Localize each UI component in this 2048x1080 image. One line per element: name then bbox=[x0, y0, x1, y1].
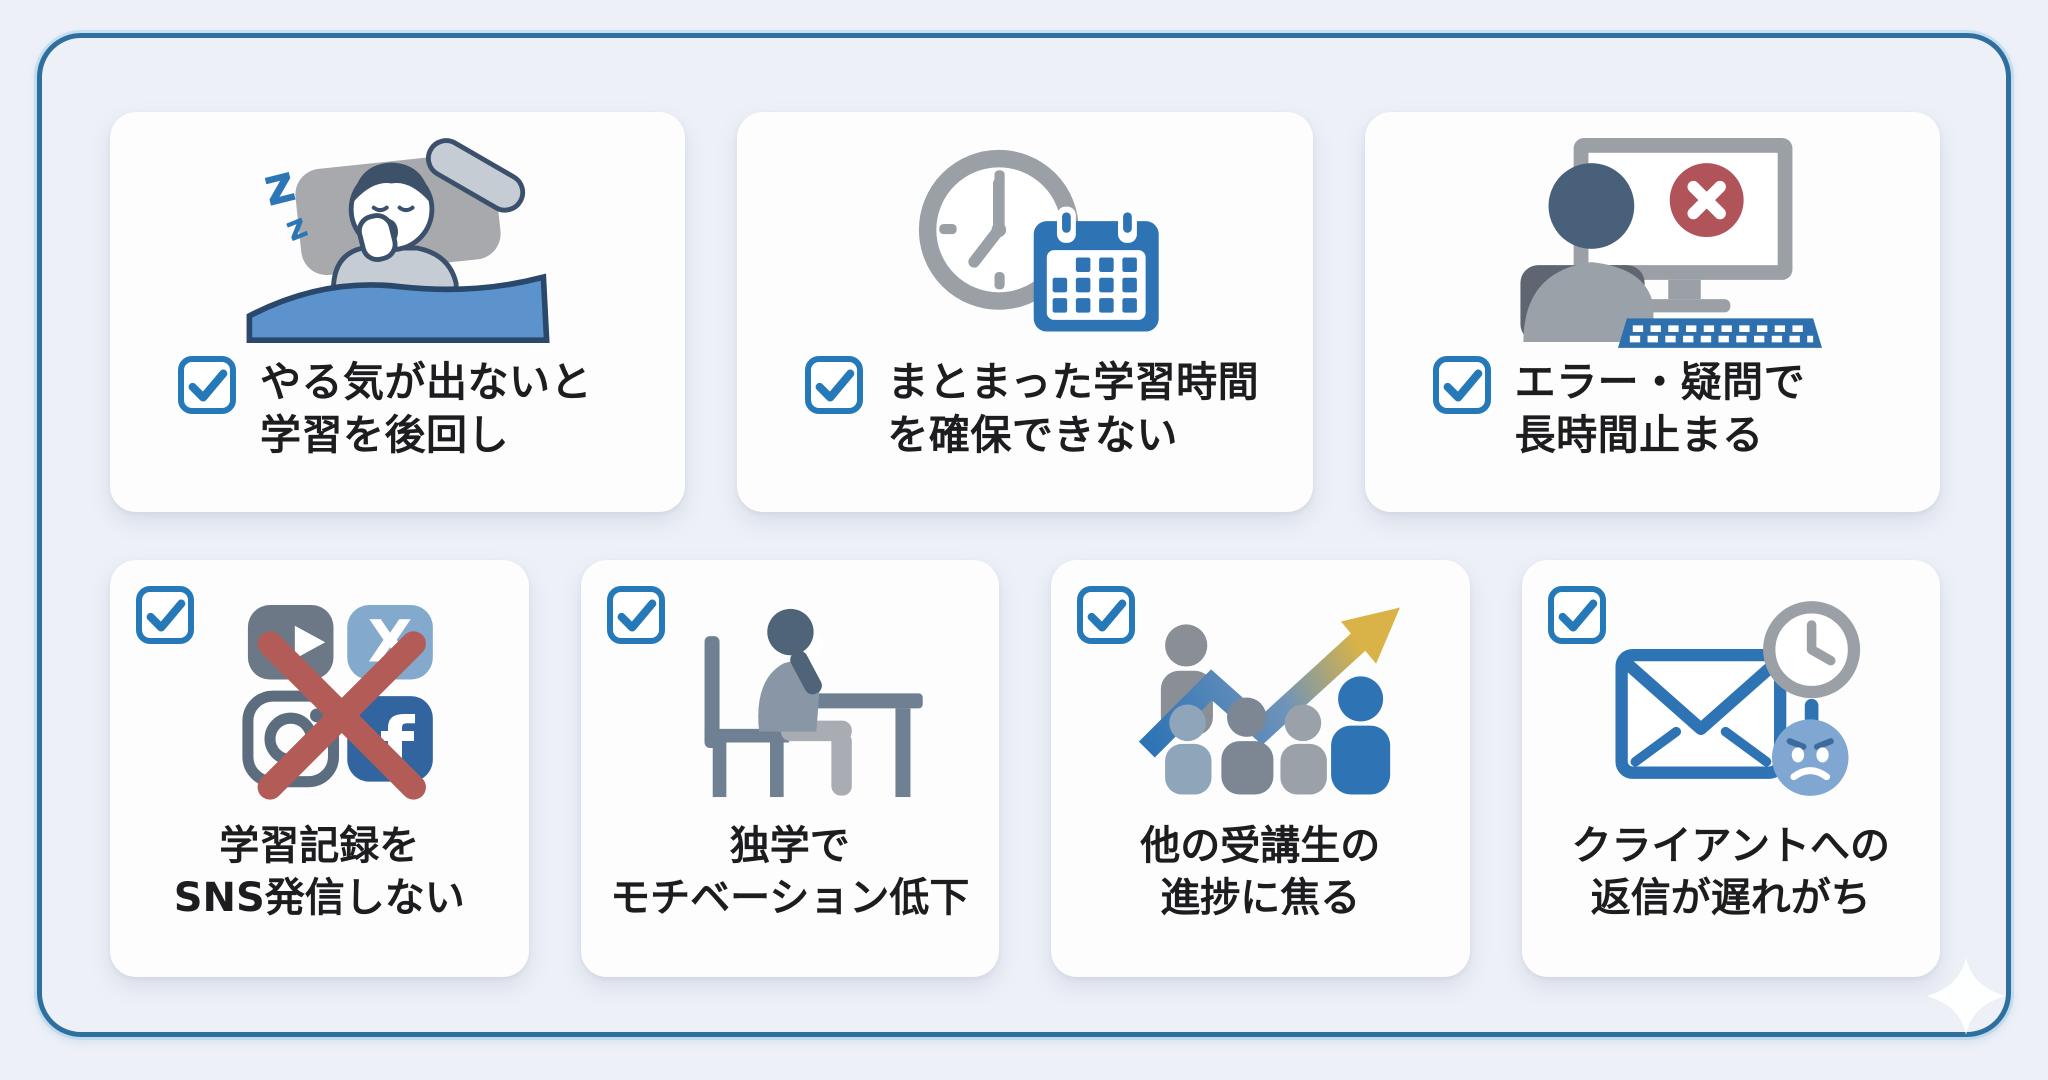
no-cross-icon bbox=[257, 630, 427, 800]
card-study-time-illustration bbox=[865, 128, 1185, 352]
card-error-stuck-illustration bbox=[1482, 128, 1823, 352]
card-label-line2: を確保できない bbox=[887, 411, 1178, 460]
card-label-line1: クライアントへの bbox=[1571, 823, 1890, 869]
sleeping-person-icon: z z bbox=[246, 138, 550, 343]
card-sns-checkbox[interactable] bbox=[136, 586, 194, 644]
video-app-icon bbox=[248, 604, 334, 680]
card-study-time-caption: まとまった学習時間 を確保できない bbox=[805, 356, 1259, 463]
card-client-reply-illustration bbox=[1566, 590, 1896, 804]
facebook-app-icon bbox=[347, 695, 434, 782]
sad-face-icon bbox=[1771, 718, 1849, 796]
card-peers-illustration bbox=[1093, 590, 1427, 804]
card-peers-label: 他の受講生の 進捗に焦る bbox=[1140, 820, 1380, 924]
check-icon bbox=[1443, 369, 1482, 402]
calendar-icon bbox=[1033, 206, 1159, 332]
card-study-time: まとまった学習時間 を確保できない bbox=[737, 112, 1313, 512]
computer-error-icon bbox=[1520, 138, 1823, 348]
card-error-stuck-caption: エラー・疑問で 長時間止まる bbox=[1432, 356, 1806, 463]
cards-row-bottom: X f 学習記録を SNS発信しない bbox=[110, 560, 1940, 977]
late-reply-mail-icon bbox=[1615, 600, 1860, 796]
check-icon bbox=[1558, 599, 1597, 632]
card-label-line1: やる気が出ないと bbox=[260, 358, 592, 406]
card-label-line2: SNS発信しない bbox=[173, 875, 465, 921]
clock-calendar-icon bbox=[918, 149, 1159, 332]
card-motivation-checkbox[interactable] bbox=[178, 356, 236, 414]
card-peers: 他の受講生の 進捗に焦る bbox=[1051, 560, 1470, 977]
sns-no-post-icon: X f bbox=[242, 604, 434, 800]
card-solo-study-label: 独学で モチベーション低下 bbox=[610, 820, 969, 924]
card-label-line2: 長時間止まる bbox=[1514, 411, 1764, 460]
dejected-learner-icon bbox=[704, 608, 923, 797]
card-sns-illustration: X f bbox=[161, 590, 477, 804]
check-icon bbox=[815, 369, 855, 402]
card-sns: X f 学習記録を SNS発信しない bbox=[110, 560, 529, 977]
card-label-line2: 返信が遅れがち bbox=[1590, 875, 1871, 921]
card-client-reply-label: クライアントへの 返信が遅れがち bbox=[1572, 820, 1890, 924]
peer-progress-arrow-icon bbox=[1139, 606, 1401, 795]
card-error-stuck-checkbox[interactable] bbox=[1432, 356, 1491, 414]
card-label-line1: まとまった学習時間 bbox=[887, 358, 1260, 406]
card-motivation-illustration: z z bbox=[208, 128, 588, 352]
card-solo-study: 独学で モチベーション低下 bbox=[580, 560, 999, 977]
card-study-time-checkbox[interactable] bbox=[805, 356, 864, 414]
card-error-stuck: エラー・疑問で 長時間止まる bbox=[1364, 112, 1940, 512]
card-label-line2: 進捗に焦る bbox=[1160, 875, 1361, 921]
sparkle-icon bbox=[1927, 957, 2005, 1035]
check-icon bbox=[188, 369, 228, 402]
card-motivation: z z やる気 bbox=[110, 112, 686, 512]
card-solo-study-checkbox[interactable] bbox=[606, 586, 665, 644]
card-sns-label: 学習記録を SNS発信しない bbox=[174, 820, 465, 924]
keyboard-icon bbox=[1618, 318, 1823, 348]
card-peers-checkbox[interactable] bbox=[1077, 586, 1135, 644]
card-label-line1: エラー・疑問で bbox=[1514, 358, 1806, 406]
card-study-time-label: まとまった学習時間 を確保できない bbox=[887, 356, 1259, 463]
card-client-reply-checkbox[interactable] bbox=[1547, 586, 1606, 644]
card-client-reply: クライアントへの 返信が遅れがち bbox=[1521, 560, 1940, 977]
card-solo-study-illustration bbox=[630, 590, 950, 804]
check-icon bbox=[146, 599, 186, 632]
card-motivation-caption: やる気が出ないと 学習を後回し bbox=[178, 356, 592, 463]
card-label-line1: 他の受講生の bbox=[1140, 823, 1381, 869]
card-label-line2: モチベーション低下 bbox=[610, 875, 970, 921]
cards-row-top: z z やる気 bbox=[110, 112, 1940, 512]
card-error-stuck-label: エラー・疑問で 長時間止まる bbox=[1515, 356, 1806, 463]
card-label-line2: 学習を後回し bbox=[260, 411, 509, 460]
check-icon bbox=[617, 599, 656, 632]
card-motivation-label: やる気が出ないと 学習を後回し bbox=[260, 356, 592, 463]
border-frame: z z やる気 bbox=[37, 33, 2011, 1037]
card-label-line1: 学習記録を bbox=[219, 823, 420, 869]
card-label-line1: 独学で bbox=[729, 823, 850, 869]
check-icon bbox=[1087, 599, 1127, 632]
